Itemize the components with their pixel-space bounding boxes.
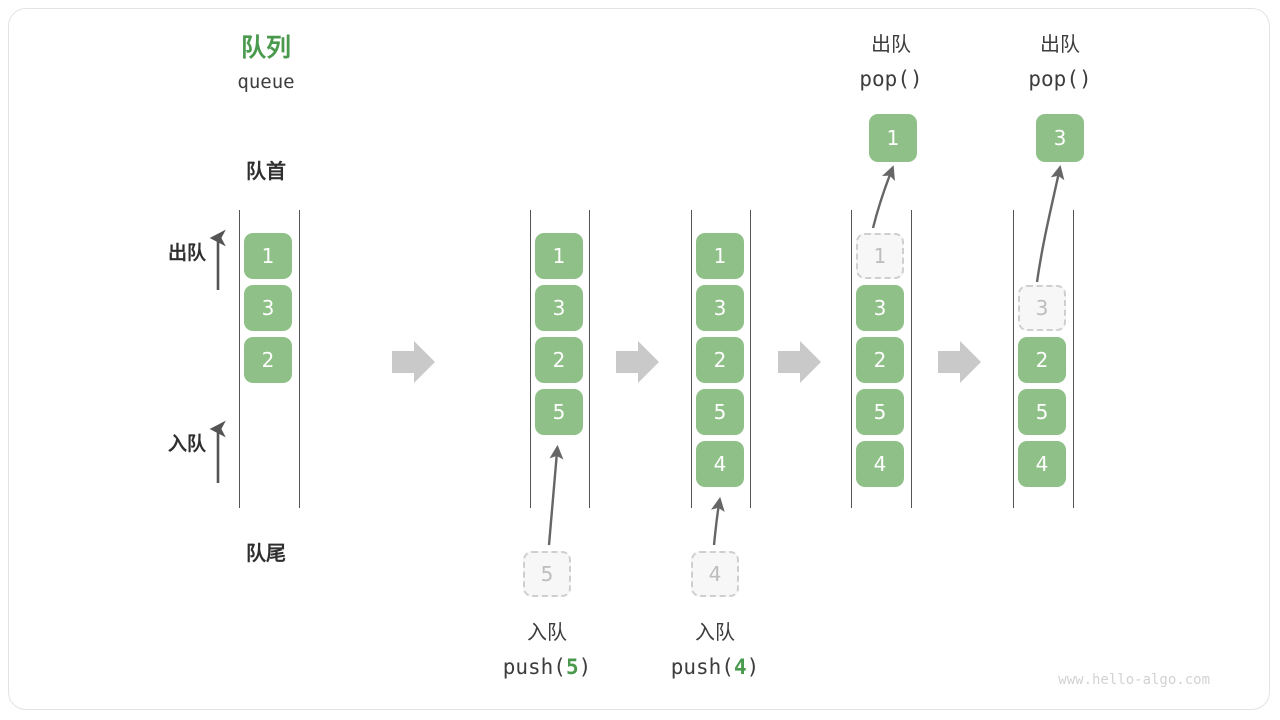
queue-rail-right: [911, 210, 912, 508]
pop-caption-cn: 出队: [1040, 32, 1080, 56]
queue-cell: 1: [696, 233, 744, 279]
queue-title-cn: 队列: [240, 33, 291, 62]
queue-rail-left: [691, 210, 692, 508]
queue-cell: 2: [244, 337, 292, 383]
enqueue-caption-cn: 入队: [527, 620, 567, 644]
queue-cell: 2: [1018, 337, 1066, 383]
pop-caption-cn: 出队: [871, 32, 911, 56]
queue-cell: 2: [856, 337, 904, 383]
queue-cell: 4: [856, 441, 904, 487]
queue-rail-left: [530, 210, 531, 508]
queue-cell: 4: [1018, 441, 1066, 487]
queue-popped-cell: 3: [1036, 114, 1084, 162]
dequeue-direction-label: 出队: [167, 242, 206, 264]
queue-cell: 2: [535, 337, 583, 383]
queue-incoming-ghost-cell: 4: [691, 551, 739, 597]
queue-cell: 1: [535, 233, 583, 279]
enqueue-caption-cn: 入队: [695, 620, 735, 644]
queue-rail-right: [1073, 210, 1074, 508]
code-prefix: push(: [670, 655, 734, 679]
queue-cell: 3: [244, 285, 292, 331]
front-label: 队首: [246, 159, 286, 183]
pop-caption-code: pop(): [859, 67, 923, 91]
queue-rail-left: [239, 210, 240, 508]
queue-rail-right: [589, 210, 590, 508]
queue-cell: 2: [696, 337, 744, 383]
queue-rail-left: [851, 210, 852, 508]
queue-cell: 3: [696, 285, 744, 331]
queue-ghost-cell: 1: [856, 233, 904, 279]
queue-cell: 4: [696, 441, 744, 487]
queue-cell: 5: [856, 389, 904, 435]
code-number: 5: [565, 655, 579, 679]
queue-popped-cell: 1: [869, 114, 917, 162]
queue-rail-right: [750, 210, 751, 508]
queue-cell: 5: [1018, 389, 1066, 435]
queue-rail-right: [299, 210, 300, 508]
queue-title-en: queue: [237, 71, 295, 93]
queue-ghost-cell: 3: [1018, 285, 1066, 331]
watermark: www.hello-algo.com: [1058, 672, 1210, 688]
queue-cell: 3: [856, 285, 904, 331]
enqueue-caption-code: push(5): [487, 655, 607, 680]
pop-caption-code: pop(): [1028, 67, 1092, 91]
queue-cell: 3: [535, 285, 583, 331]
queue-incoming-ghost-cell: 5: [523, 551, 571, 597]
code-prefix: push(: [502, 655, 566, 679]
rear-label: 队尾: [246, 541, 286, 565]
diagram-frame: [8, 8, 1270, 710]
enqueue-caption-code: push(4): [655, 655, 775, 680]
enqueue-direction-label: 入队: [167, 433, 206, 455]
queue-cell: 1: [244, 233, 292, 279]
code-suffix: ): [746, 655, 760, 679]
queue-cell: 5: [696, 389, 744, 435]
queue-cell: 5: [535, 389, 583, 435]
code-suffix: ): [578, 655, 592, 679]
queue-rail-left: [1013, 210, 1014, 508]
code-number: 4: [733, 655, 747, 679]
